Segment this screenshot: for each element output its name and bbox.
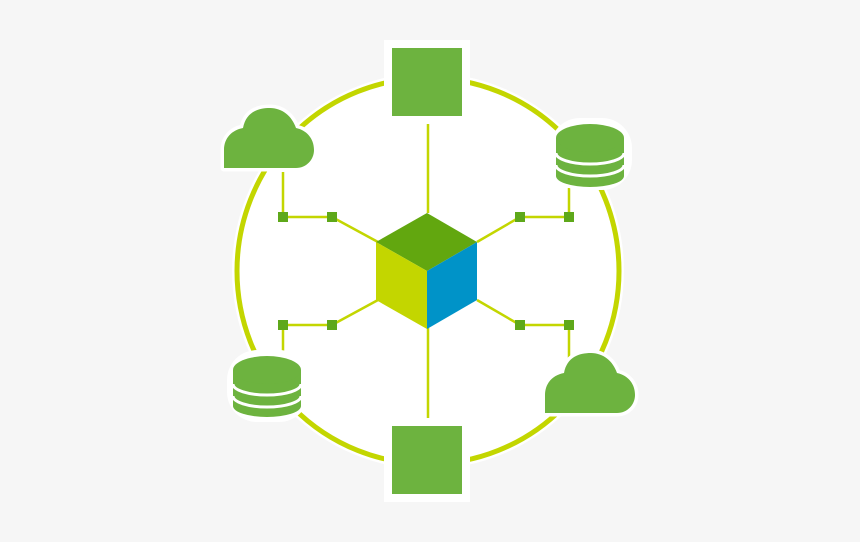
node-lower-left-database-icon xyxy=(227,350,309,422)
junction-square xyxy=(564,212,574,222)
node-upper-left-cloud-icon xyxy=(220,104,318,172)
cube-top-face xyxy=(376,213,477,271)
cube-icon xyxy=(376,213,477,329)
junction-square xyxy=(327,212,337,222)
connector-upper-left xyxy=(281,172,379,244)
node-top-square-block-icon xyxy=(384,40,470,124)
cube-left-face xyxy=(376,242,427,329)
junction-square xyxy=(515,320,525,330)
node-lower-right-cloud-icon xyxy=(541,349,639,417)
junctions xyxy=(278,212,574,330)
junction-square xyxy=(515,212,525,222)
cube-right-face xyxy=(427,242,477,329)
junction-square xyxy=(564,320,574,330)
connector-upper-right xyxy=(476,188,571,244)
connectors xyxy=(281,120,571,420)
node-upper-right-database-icon xyxy=(550,118,632,190)
junction-square xyxy=(278,320,288,330)
junction-square xyxy=(278,212,288,222)
junction-square xyxy=(327,320,337,330)
node-bottom-square-block-icon xyxy=(384,418,470,502)
connector-lower-right xyxy=(476,298,571,358)
connector-lower-left xyxy=(281,298,379,352)
